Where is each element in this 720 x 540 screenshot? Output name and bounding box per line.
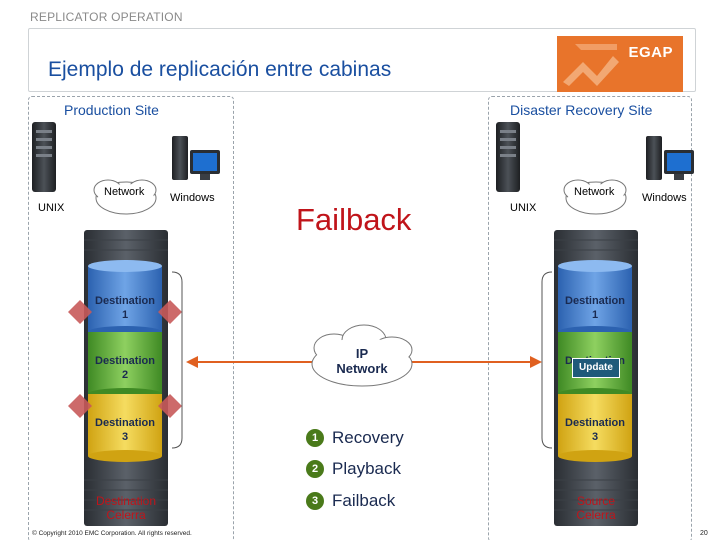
- production-blocked-markers: [68, 300, 182, 418]
- dr-volume-3: [558, 394, 632, 462]
- dr-site-panel: [488, 96, 692, 540]
- logo-mark-icon: [563, 44, 619, 86]
- step-label: Playback: [332, 459, 401, 478]
- page-title: Ejemplo de replicación entre cabinas: [48, 58, 392, 81]
- production-network-cloud-icon: [93, 179, 157, 215]
- step-number-badge: 3: [306, 492, 324, 510]
- dr-site-title: Disaster Recovery Site: [510, 102, 653, 118]
- step-item-failback: 3 Failback: [306, 491, 395, 511]
- step-item-playback: 2 Playback: [306, 459, 401, 479]
- page-number: 20: [700, 530, 708, 537]
- step-number-badge: 2: [306, 460, 324, 478]
- dr-network-label: Network: [574, 186, 615, 198]
- copyright-text: © Copyright 2010 EMC Corporation. All ri…: [32, 530, 192, 537]
- dr-windows-workstation-icon: [646, 136, 694, 180]
- dr-network-cloud-icon: [563, 179, 627, 215]
- blocked-diamond-icon: [68, 300, 92, 324]
- ip-network-cloud-icon: [311, 324, 413, 387]
- production-bracket: [171, 271, 183, 449]
- blocked-diamond-icon: [158, 300, 182, 324]
- blocked-diamond-icon: [158, 394, 182, 418]
- production-site-panel: [28, 96, 234, 540]
- dr-bracket: [541, 271, 553, 449]
- production-windows-workstation-icon: [172, 136, 220, 180]
- production-site-title: Production Site: [64, 102, 159, 118]
- update-badge: Update: [572, 358, 620, 378]
- failback-heading: Failback: [296, 202, 412, 237]
- step-item-recovery: 1 Recovery: [306, 428, 404, 448]
- production-volume-3: [88, 394, 162, 462]
- logo-text: EGAP: [628, 44, 673, 61]
- dr-unix-label: UNIX: [510, 202, 537, 214]
- section-label: REPLICATOR OPERATION: [30, 10, 183, 24]
- dr-unix-server-icon: [496, 122, 520, 192]
- dr-volume-1: [558, 260, 632, 338]
- step-label: Recovery: [332, 428, 404, 447]
- step-number-badge: 1: [306, 429, 324, 447]
- production-network-label: Network: [104, 186, 145, 198]
- production-unix-server-icon: [32, 122, 56, 192]
- dr-windows-label: Windows: [642, 192, 687, 204]
- production-windows-label: Windows: [170, 192, 215, 204]
- blocked-diamond-icon: [68, 394, 92, 418]
- company-logo: EGAP: [557, 36, 683, 92]
- step-label: Failback: [332, 491, 396, 510]
- production-unix-label: UNIX: [38, 202, 65, 214]
